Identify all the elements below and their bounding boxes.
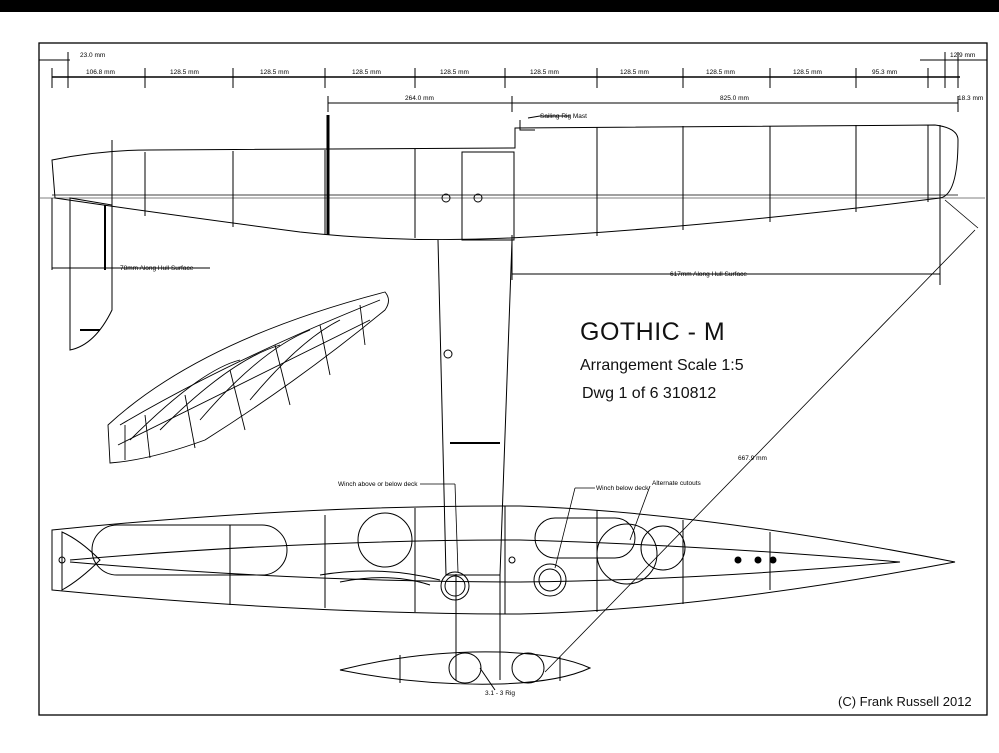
label-winch-above: Winch above or below deck [338, 481, 418, 488]
rudder-view [51, 140, 210, 351]
dim-label: 128.5 mm [706, 69, 735, 76]
deck-leaders [420, 483, 651, 573]
hull-side-profile [40, 115, 985, 285]
hull-isometric [107, 291, 389, 464]
scale-line: Arrangement Scale 1:5 [580, 357, 744, 374]
copyright-notice: (C) Frank Russell 2012 [838, 694, 972, 709]
label-alternate-cutouts: Alternate cutouts [652, 480, 702, 487]
dim-label: 128.5 mm [793, 69, 822, 76]
dim-label-top-right: 12.9 mm [950, 52, 975, 59]
dim-label: 128.5 mm [352, 69, 381, 76]
dim-label: 825.0 mm [720, 95, 749, 102]
dim-label: 95.3 mm [872, 69, 897, 76]
deck-plan [51, 505, 956, 615]
dim-label: 106.8 mm [86, 69, 115, 76]
label-diagonal: 667.9 mm [738, 455, 767, 462]
dim-label: 128.5 mm [440, 69, 469, 76]
top-black-bar [0, 0, 999, 12]
dim-label: 18.3 mm [958, 95, 983, 102]
drawing-title: GOTHIC - M [580, 318, 726, 346]
label-along-hull-long: 617mm Along Hull Surface [670, 271, 747, 278]
keel-bulb [339, 651, 592, 691]
label-rig: 3.1 - 3 Rig [485, 690, 515, 697]
label-sailing-rig-mast: Sailing Rig Mast [540, 113, 587, 120]
diagonal-dimension [544, 199, 979, 673]
keel-fin [437, 239, 513, 680]
label-winch-below: Winch below deck [596, 485, 649, 492]
dim-label: 264.0 mm [405, 95, 434, 102]
drawing-number-line: Dwg 1 of 6 310812 [582, 385, 717, 402]
dimension-lines [39, 52, 987, 112]
dim-label-top-left: 23.0 mm [80, 52, 105, 59]
label-along-hull-short: 78mm Along Hull Surface [120, 265, 194, 272]
dim-label: 128.5 mm [620, 69, 649, 76]
dim-label: 128.5 mm [530, 69, 559, 76]
dim-label: 128.5 mm [170, 69, 199, 76]
drawing-border [38, 42, 988, 716]
dim-label: 128.5 mm [260, 69, 289, 76]
